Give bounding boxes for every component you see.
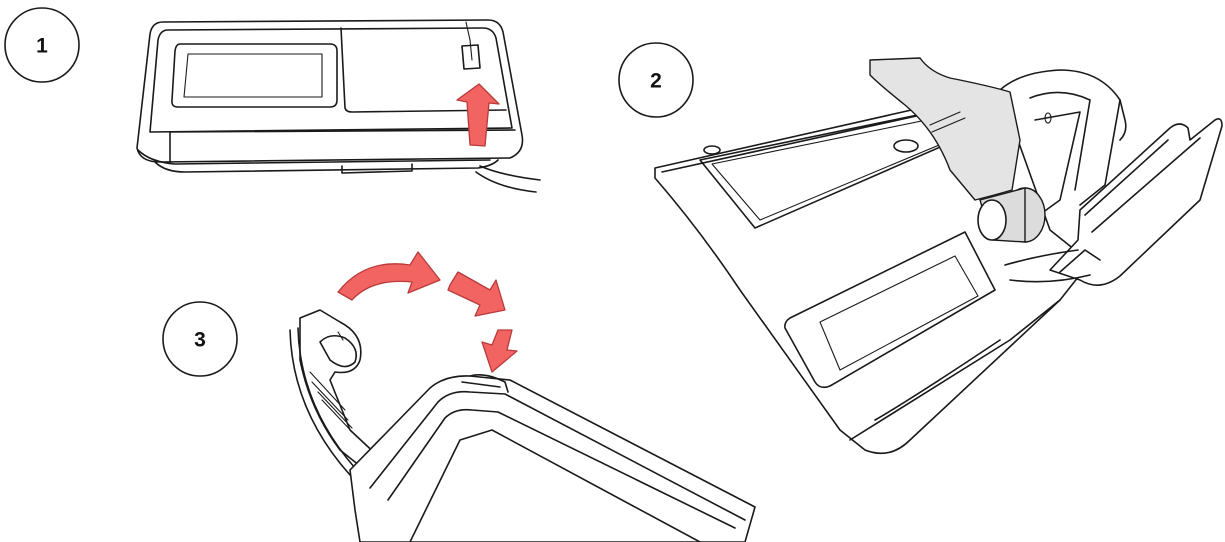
open-printer-paper-roll-icon: [654, 57, 1223, 455]
step-2-badge: [618, 42, 694, 118]
step-2-number: 2: [650, 70, 662, 93]
close-lid-rotate-icon: [289, 251, 756, 542]
step-1-number: 1: [36, 35, 48, 58]
step-1-group: 1: [4, 7, 541, 193]
closed-printer-lid-lever-icon: [136, 19, 541, 193]
step-2-group: 2: [618, 42, 1223, 455]
step-3-number: 3: [194, 329, 206, 352]
step-1-badge: [4, 7, 80, 83]
step-3-badge: [162, 301, 238, 377]
step-3-group: 3: [162, 251, 756, 542]
